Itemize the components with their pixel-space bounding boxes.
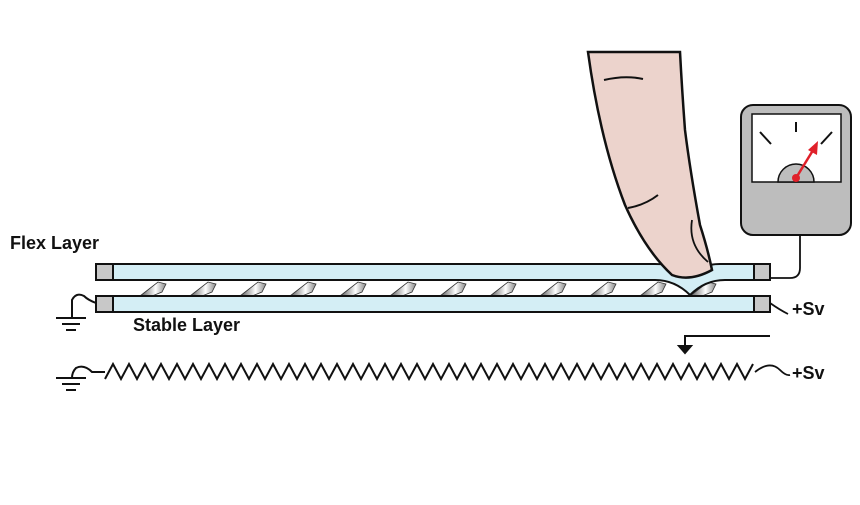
spacer-dot xyxy=(388,281,417,297)
ground-bottom xyxy=(56,365,105,391)
supply-voltage-label: +Sv xyxy=(792,299,825,319)
spacer-dot xyxy=(288,281,317,297)
spacer-dot xyxy=(488,281,517,297)
finger-illustration xyxy=(586,50,714,279)
spacer-dot xyxy=(238,281,267,297)
spacer-dot xyxy=(638,281,667,297)
stable-layer xyxy=(95,295,771,313)
left-contact xyxy=(95,263,114,281)
meter-needle xyxy=(794,146,817,179)
spacer-dot xyxy=(538,281,567,297)
supply-voltage-label: +Sv xyxy=(792,363,825,383)
spacer-dot xyxy=(588,281,617,297)
spacer-dots xyxy=(138,281,717,297)
left-contact xyxy=(95,295,114,313)
right-contact xyxy=(753,295,771,313)
resistor-zigzag xyxy=(104,361,754,382)
spacer-dot xyxy=(188,281,217,297)
right-contact xyxy=(753,263,771,281)
spacer-dot xyxy=(138,281,167,297)
spacer-dot xyxy=(438,281,467,297)
spacer-dot xyxy=(338,281,367,297)
ground-top xyxy=(56,293,97,331)
stable-layer-label: Stable Layer xyxy=(133,315,241,335)
flex-layer-label: Flex Layer xyxy=(10,233,100,253)
wiper-arrow xyxy=(676,335,770,355)
voltmeter xyxy=(740,104,852,279)
